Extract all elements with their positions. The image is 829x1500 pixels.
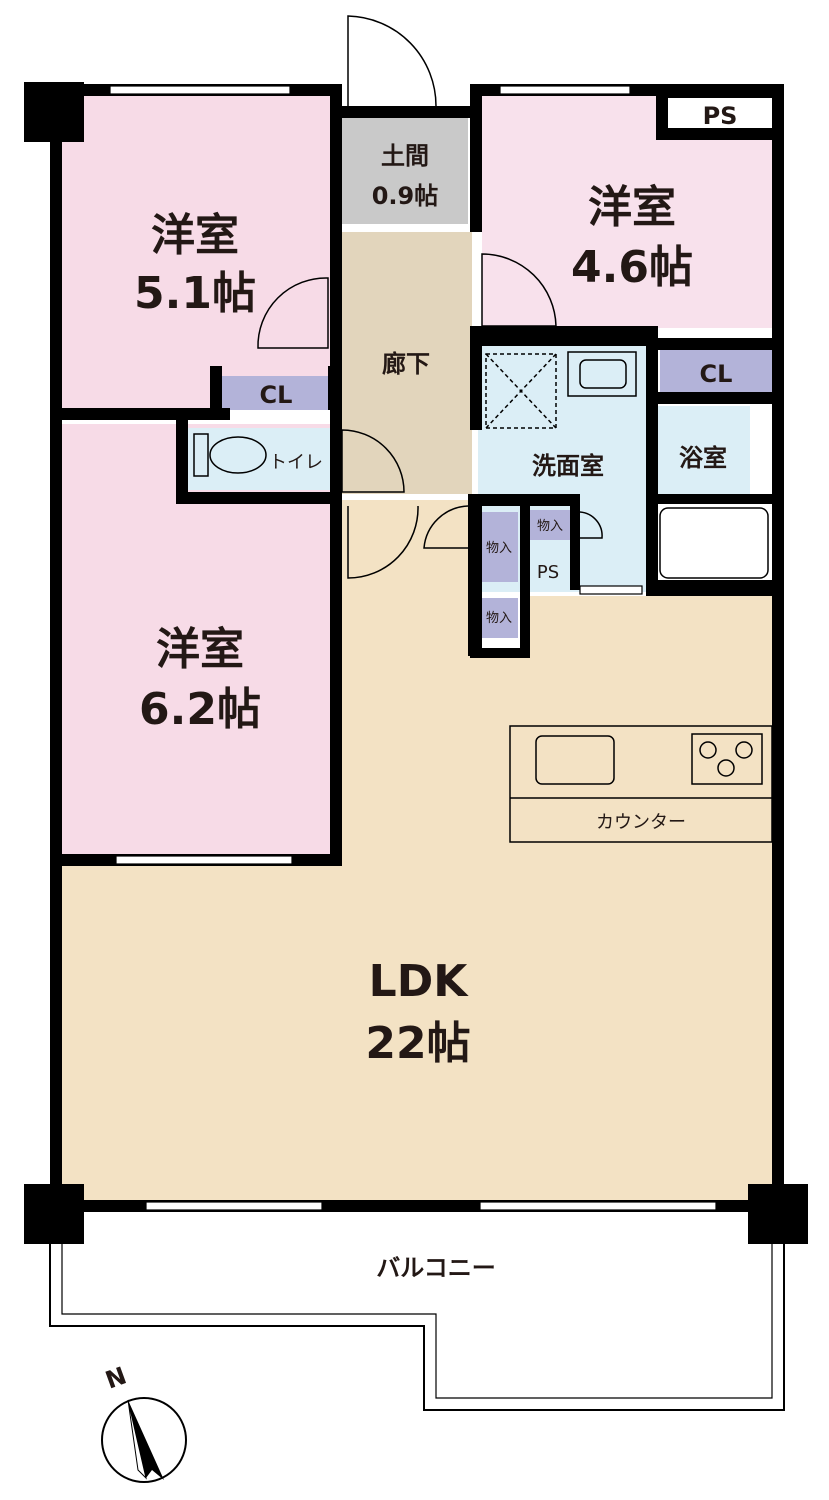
storage-2-fill: [480, 598, 518, 638]
balcony-outline: [49, 1244, 785, 1411]
entrance-floor: [342, 118, 468, 224]
entrance-name: 土間: [381, 142, 429, 170]
western-room-3-size: 6.2帖: [139, 684, 261, 735]
ldk-floor: [60, 500, 774, 1200]
bathroom-floor: [656, 406, 750, 498]
closet-1-label: CL: [260, 381, 293, 409]
toilet-name: トイレ: [269, 452, 323, 473]
balcony-name: バルコニー: [376, 1254, 496, 1282]
storage-1-label: 物入: [486, 541, 512, 556]
column-bottom-left: [24, 1184, 84, 1244]
western-room-2-size: 4.6帖: [571, 242, 693, 293]
hallway-floor: [342, 232, 472, 494]
entrance-size: 0.9帖: [372, 182, 439, 210]
storage-1-fill: [480, 512, 518, 582]
ps-top-label: PS: [703, 102, 738, 130]
north-compass-icon: [101, 1397, 187, 1483]
western-room-1-size: 5.1帖: [134, 268, 256, 319]
closet-2-label: CL: [700, 360, 733, 388]
storage-3-label: 物入: [537, 519, 563, 534]
storage-3-fill: [530, 510, 570, 540]
column-bottom-right: [748, 1184, 808, 1244]
ldk-size: 22帖: [365, 1018, 470, 1069]
stove-icon: [691, 733, 763, 785]
kitchen-counter: [509, 725, 773, 843]
north-label: N: [102, 1361, 130, 1394]
kitchen-sink-icon: [535, 735, 615, 785]
ps-mid-label: PS: [537, 562, 559, 583]
western-room-5-1-floor: [60, 92, 330, 410]
washroom-name: 洗面室: [532, 452, 604, 480]
counter-label: カウンター: [596, 812, 686, 833]
column-top-left: [24, 82, 84, 142]
closet-2-fill: [660, 350, 772, 392]
western-room-2-name: 洋室: [588, 182, 676, 233]
bathroom-name: 浴室: [679, 444, 727, 472]
storage-2-label: 物入: [486, 611, 512, 626]
hallway-name: 廊下: [382, 350, 430, 378]
western-room-3-name: 洋室: [156, 624, 244, 675]
closet-1-fill: [222, 376, 328, 410]
ldk-name: LDK: [369, 956, 470, 1007]
toilet-floor: [188, 428, 330, 490]
western-room-1-name: 洋室: [151, 210, 239, 261]
